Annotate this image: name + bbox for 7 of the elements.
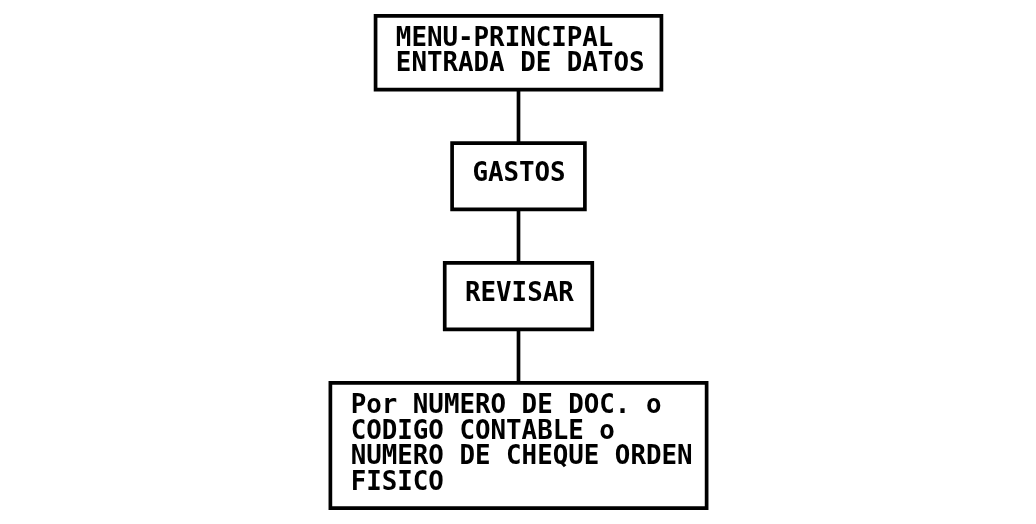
connector [516,89,520,143]
node-box: GASTOS [449,141,587,212]
node-box: REVISAR [442,261,594,332]
node-box: MENU-PRINCIPAL ENTRADA DE DATOS [373,13,663,92]
node-box: Por NUMERO DE DOC. o CODIGO CONTABLE o NUMERO DE CHEQUE ORDEN FISICO [328,380,708,511]
connector [516,209,520,263]
connector [516,330,520,383]
